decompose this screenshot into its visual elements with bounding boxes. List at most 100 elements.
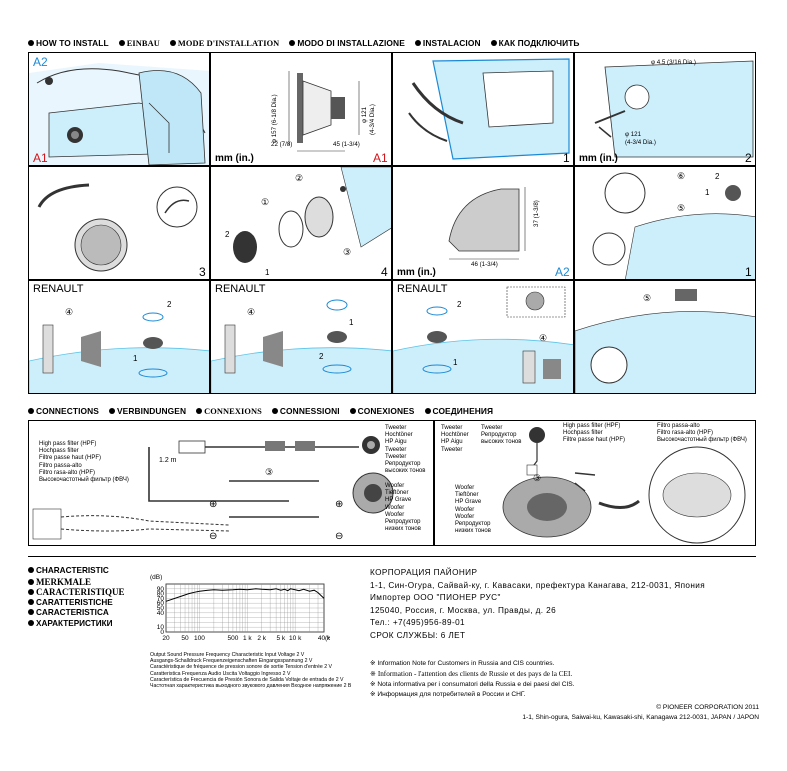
- woofer-label: HP Grave: [455, 499, 482, 506]
- hpf-label: Hochpass filter: [39, 448, 79, 455]
- bullet-icon: [414, 40, 421, 46]
- bullet-icon: [28, 609, 34, 616]
- renault-title: RENAULT: [397, 283, 448, 295]
- callout-3: ③: [533, 473, 542, 483]
- connections-heading-4: CONEXIONES: [349, 406, 415, 416]
- door-trim-illustration: [408, 58, 570, 160]
- hpf-label: Высокочастотный фильтр (ФВЧ): [657, 437, 747, 444]
- series-line-0: [165, 588, 325, 602]
- y-tick-label: 0: [160, 629, 164, 636]
- tag-a2: A2: [555, 265, 570, 279]
- arrow-number-1: 1: [705, 188, 710, 197]
- step-number: 3: [199, 265, 206, 279]
- hpf-label: Высокочастотный фильтр (ФВЧ): [39, 477, 129, 484]
- connections-heading-1: VERBINDUNGEN: [108, 406, 186, 416]
- y-tick-label: 90: [157, 586, 165, 593]
- dim-37: 37 (1-3/8): [533, 200, 540, 227]
- car-interior-illustration: [29, 63, 209, 165]
- bullet-icon: [28, 408, 34, 414]
- door-panel-holes-illustration: [594, 60, 754, 158]
- dim-22: 22 (7/8): [271, 141, 293, 148]
- x-tick-label: 1 k: [243, 635, 252, 642]
- bullet-icon: [28, 40, 34, 46]
- dim-121-in: (4-3/4 Dia.): [625, 139, 656, 146]
- y-tick-label: 80: [157, 591, 165, 598]
- install-panel-tweeter-mount: ⑥ ⑤ 2 1 1: [574, 166, 756, 280]
- hpf-label: High pass filter (HPF): [563, 423, 621, 429]
- install-panel-speaker-dimensions: φ 157 (6-1/8 Dia.) φ 121 (4-3/4 Dia.) 22…: [210, 52, 392, 166]
- renault-illustration-1: [29, 312, 209, 393]
- dim-121: φ 121: [625, 131, 642, 138]
- arrow-number-2: 2: [225, 230, 230, 239]
- bullet-icon: [424, 408, 431, 414]
- connections-heading-5: СОЕДИНЕНИЯ: [424, 406, 494, 416]
- tweeter-label: Hochtöner: [441, 432, 469, 439]
- x-tick-label: 100: [194, 635, 205, 642]
- hpf-label: Filtre passe haut (HPF): [563, 437, 626, 444]
- characteristic-heading-0: CHARACTERISTIC: [28, 566, 125, 577]
- install-heading-4: INSTALACION: [414, 38, 481, 48]
- tweeter-housing-drawing: [448, 187, 526, 260]
- step-number: 1: [745, 265, 752, 279]
- install-panel-car-interior: A2 A1: [28, 52, 210, 166]
- mm-unit-label: mm (in.): [397, 267, 436, 278]
- dim-157: φ 157 (6-1/8 Dia.): [271, 94, 278, 143]
- y-tick-label: 70: [157, 595, 165, 602]
- woofer-label: Woofer: [455, 485, 475, 491]
- bullet-icon: [196, 408, 203, 414]
- connections-heading-text: CONEXIONES: [357, 406, 415, 416]
- caption-line: Ausgangs-Schalldruck Frequenzeigenschaft…: [150, 658, 313, 665]
- renault-illustration-3: [393, 286, 573, 393]
- woofer-label: Woofer: [385, 504, 405, 511]
- woofer-label: HP Grave: [385, 497, 412, 504]
- mm-unit-label: mm (in.): [579, 153, 618, 164]
- y-tick-label: 50: [157, 605, 165, 612]
- install-panel-grille: 3: [28, 166, 210, 280]
- woofer-label: Woofer: [385, 483, 405, 489]
- woofer-label: Tieftöner: [455, 492, 479, 499]
- tweeter-label: высоких тонов: [481, 439, 522, 446]
- install-heading-text: КАК ПОДКЛЮЧИТЬ: [498, 38, 580, 48]
- info-note-1: ※ Information - l'attention des clients …: [370, 670, 573, 679]
- bullet-icon: [28, 619, 34, 626]
- renault-title: RENAULT: [33, 283, 84, 295]
- tweeter-label: HP Aigu: [441, 439, 463, 446]
- mm-unit-label: mm (in.): [215, 153, 254, 164]
- renault-title: RENAULT: [215, 283, 266, 295]
- dim-121: φ 121: [361, 106, 368, 123]
- tweeter-label: Hochtöner: [385, 432, 413, 439]
- install-heading-0: HOW TO INSTALL: [28, 38, 109, 48]
- characteristic-heading-4: CARACTERISTICA: [28, 608, 125, 619]
- hpf-label: High pass filter (HPF): [39, 441, 97, 447]
- install-panel-mounting-holes: φ 4.5 (3/16 Dia.) φ 121 (4-3/4 Dia.) mm …: [574, 52, 756, 166]
- cable-length: 1.2 m: [159, 457, 177, 464]
- woofer-label: низких тонов: [385, 526, 421, 533]
- tag-a1: A1: [373, 151, 388, 165]
- wiring-diagram-1: [32, 436, 394, 540]
- y-tick-label: 40: [157, 610, 165, 617]
- renault-illustration-2: [211, 299, 391, 393]
- wiring-diagram-2: [502, 427, 746, 544]
- connections-heading-text: СОЕДИНЕНИЯ: [432, 406, 494, 416]
- connections-heading-2: CONNEXIONS: [196, 406, 262, 416]
- callout-3: ③: [265, 467, 274, 477]
- step-number: 2: [745, 151, 752, 165]
- callout-5: ⑤: [677, 203, 686, 213]
- callout-4: ④: [65, 307, 74, 317]
- callout-1: ①: [261, 197, 270, 207]
- connections-heading-0: CONNECTIONS: [28, 406, 99, 416]
- tweeter-label: Tweeter: [441, 446, 463, 453]
- speaker-side-drawing: [288, 71, 360, 152]
- bullet-icon: [490, 40, 497, 46]
- plus-terminal: ⊕: [335, 499, 344, 510]
- step-number: 1: [563, 151, 570, 165]
- caption-line: Частотная характеристика выходного звуко…: [150, 683, 352, 690]
- bullet-icon: [108, 408, 115, 414]
- woofer-label: Репродуктор: [455, 521, 491, 528]
